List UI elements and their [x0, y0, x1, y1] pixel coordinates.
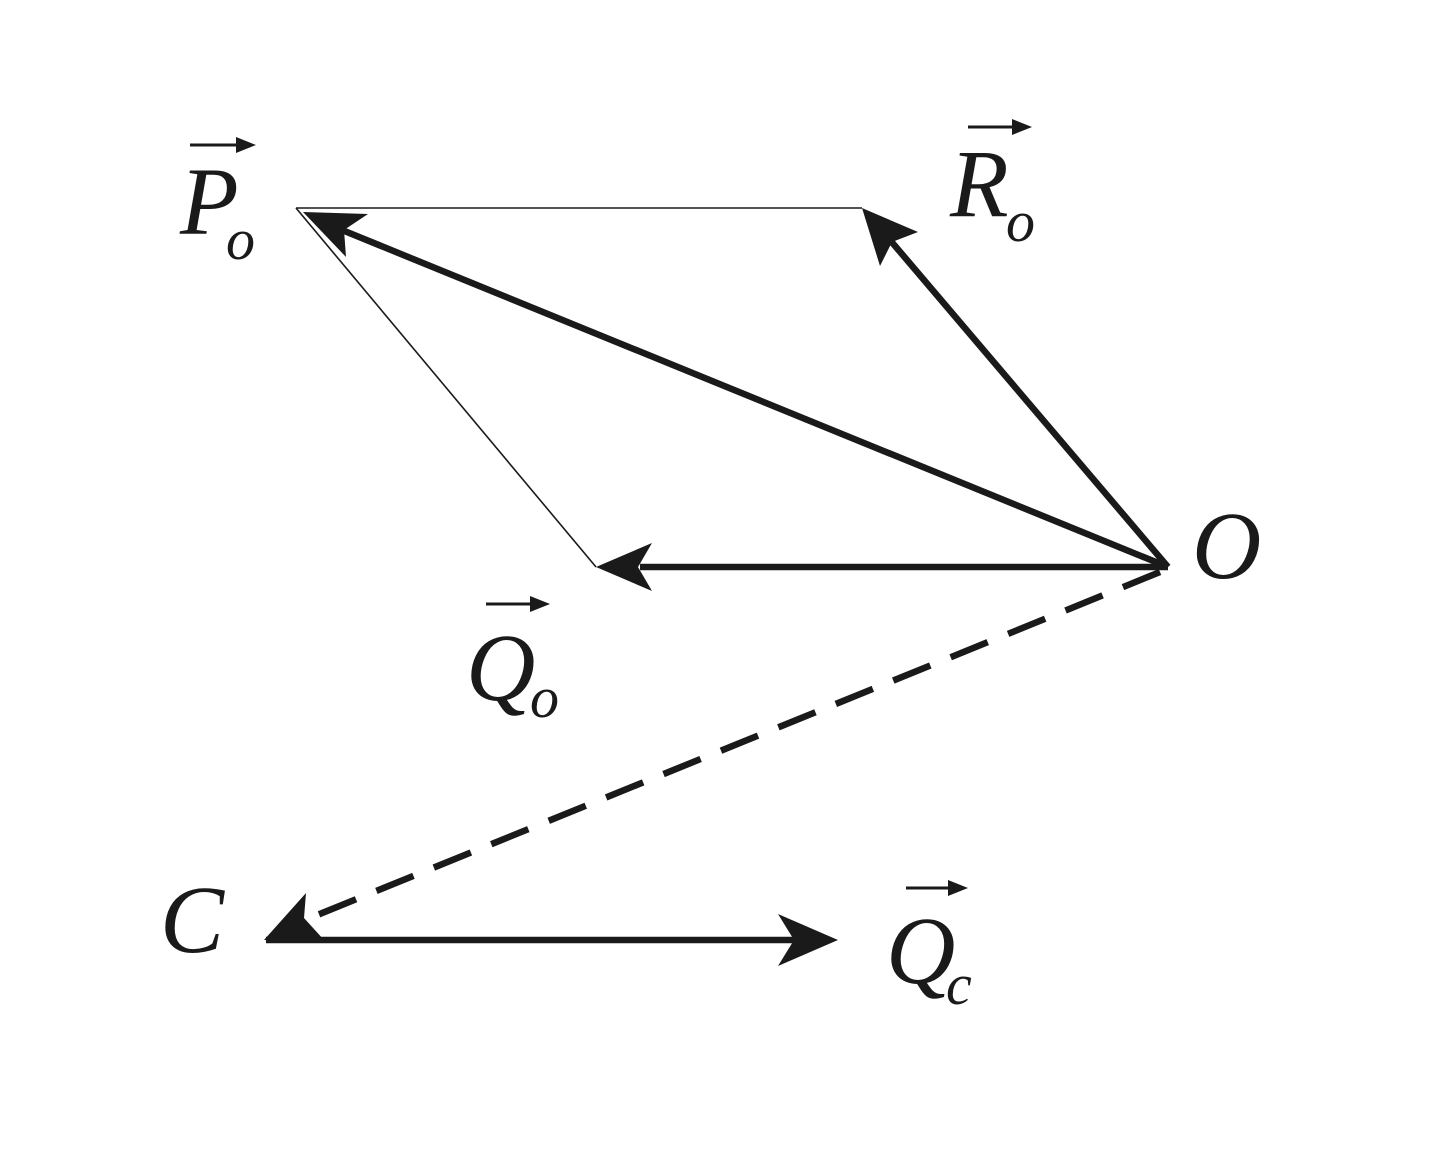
vector-bar-q-tip — [530, 596, 550, 612]
label-r: R o — [949, 119, 1035, 254]
label-q-letter: Q — [466, 614, 535, 721]
vector-p-shaft — [340, 226, 1170, 571]
dashed-line-arrowhead — [264, 893, 324, 940]
label-p: P o — [179, 137, 256, 272]
vector-r-shaft — [887, 237, 1171, 570]
edge-p-q — [295, 207, 597, 568]
label-p-subscript: o — [226, 207, 255, 272]
label-point-c: C — [160, 866, 225, 973]
label-p-letter: P — [179, 148, 239, 255]
vector-p-arrowhead — [303, 212, 368, 257]
label-point-o: O — [1192, 492, 1261, 599]
vector-q-arrowhead — [596, 543, 652, 591]
vector-bar-qc-tip — [948, 880, 968, 896]
vector-bar-p-tip — [236, 137, 256, 153]
vector-qc-arrowhead — [778, 914, 838, 966]
dashed-line-o-c — [303, 568, 1162, 924]
label-q-subscript: o — [530, 665, 559, 730]
vector-r-arrowhead — [862, 208, 918, 266]
label-r-subscript: o — [1006, 189, 1035, 254]
label-q: Q o — [466, 596, 559, 730]
label-qc-letter: Q — [886, 897, 955, 1004]
label-qc-subscript: c — [946, 952, 972, 1017]
vector-bar-r-tip — [1012, 119, 1032, 135]
label-qc: Q c — [886, 880, 972, 1017]
label-r-letter: R — [949, 130, 1009, 237]
